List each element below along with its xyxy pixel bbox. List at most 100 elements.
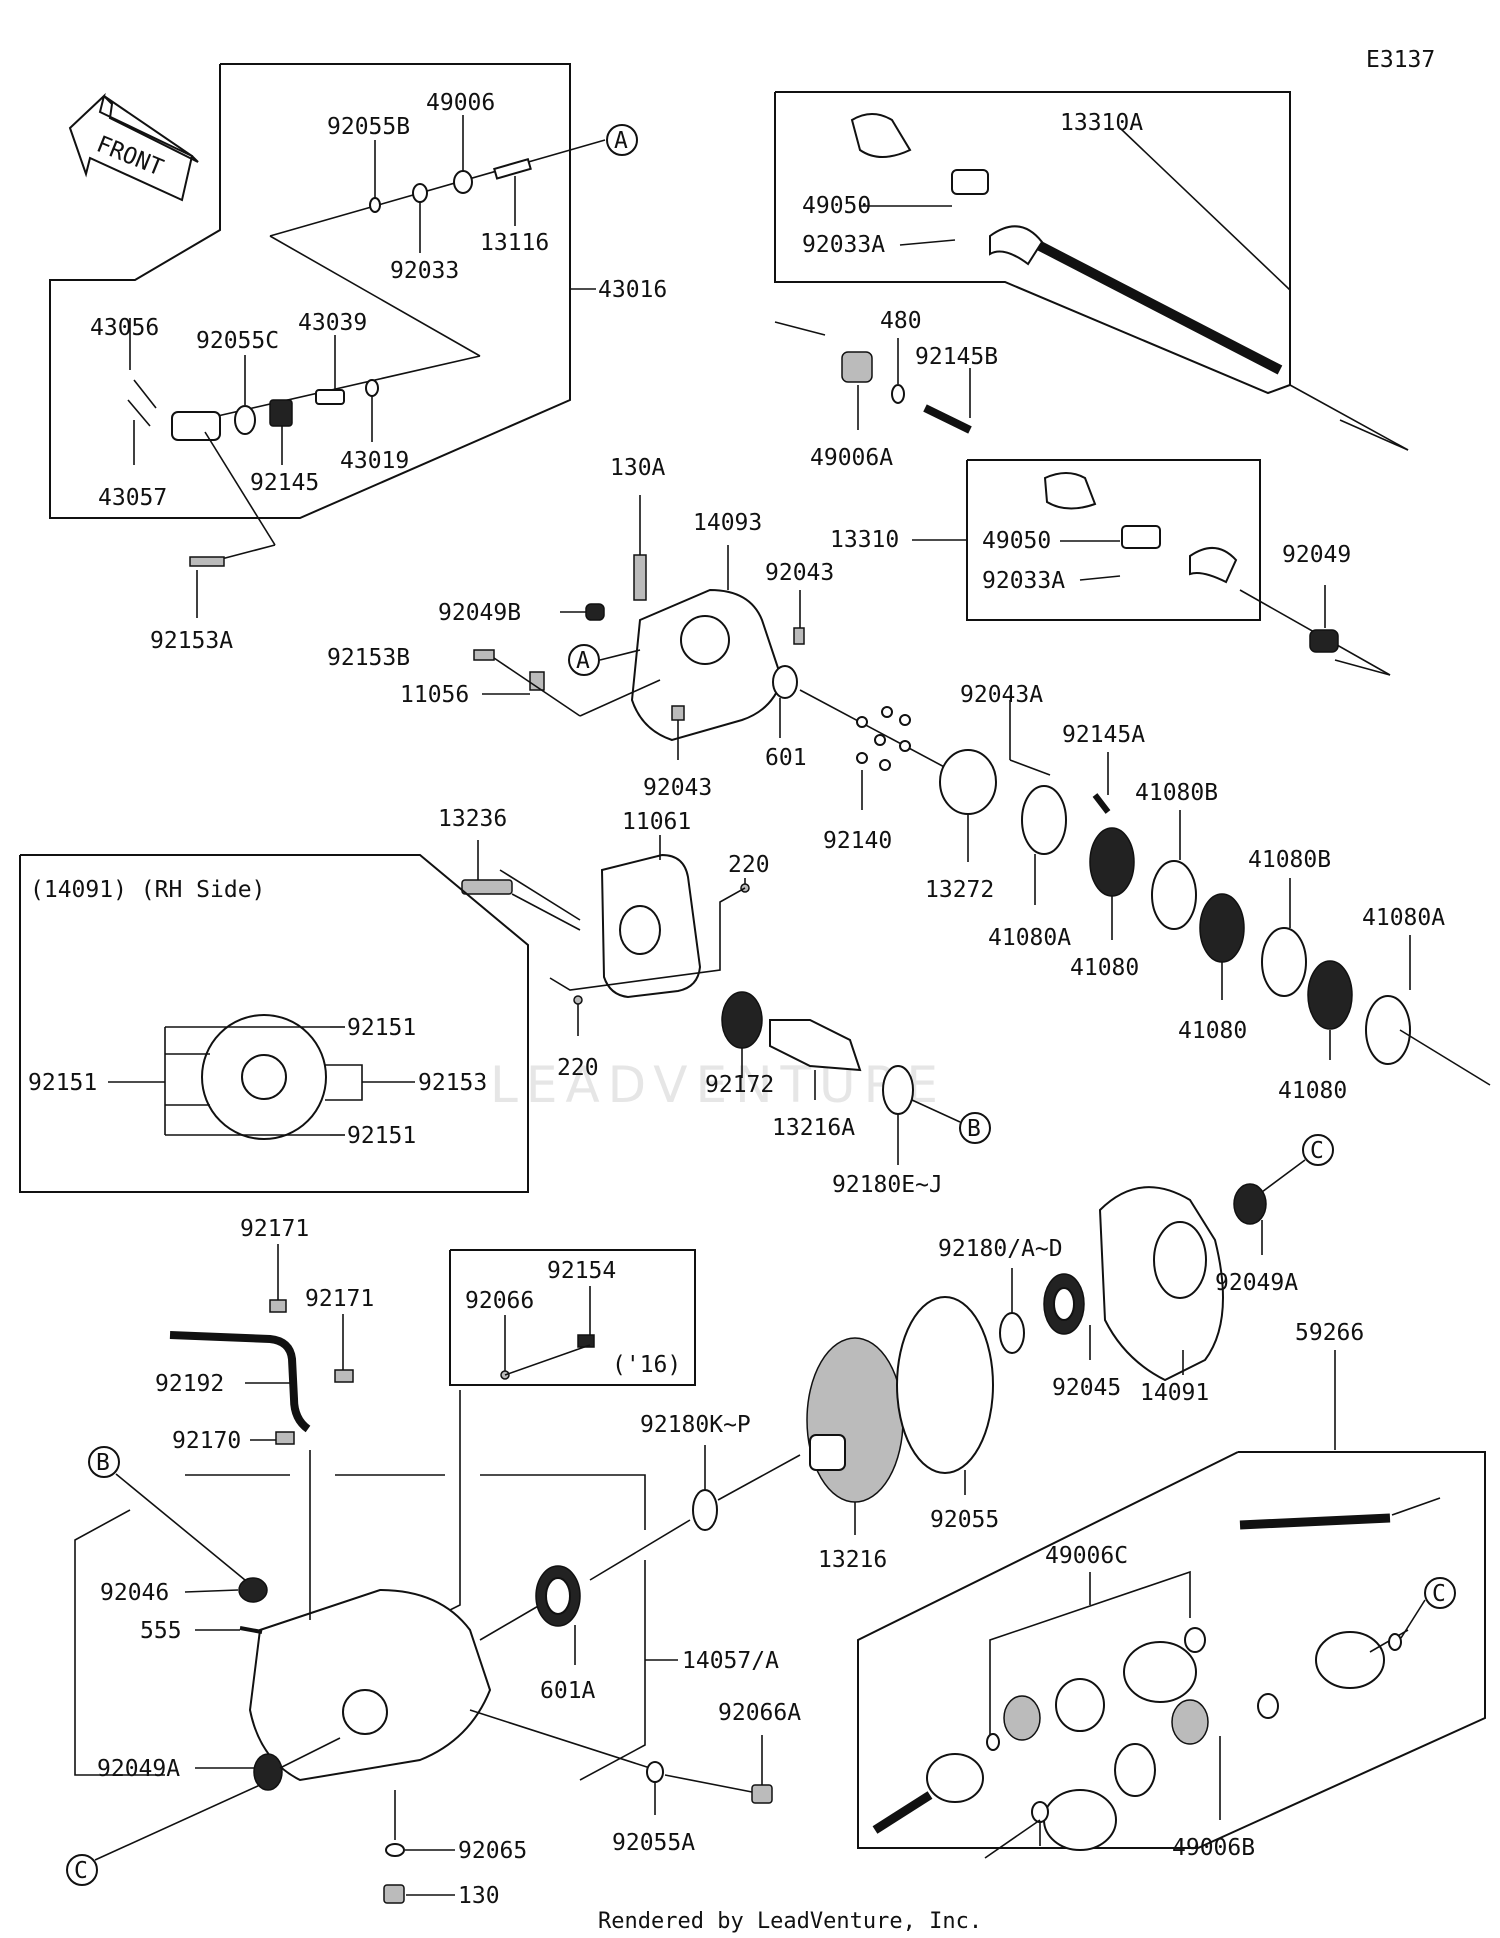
cross-49050-mid — [1121, 525, 1161, 549]
case-14093-bore — [680, 615, 730, 665]
seal-49006A — [841, 351, 873, 383]
part-label-92033A-top: 92033A — [802, 232, 885, 258]
part-label-11061: 11061 — [622, 809, 691, 835]
part-label-14093: 14093 — [693, 510, 762, 536]
inset-rh-side-box — [19, 854, 529, 1193]
shim-92180K-P — [692, 1489, 718, 1531]
year-note: ('16) — [612, 1352, 681, 1378]
part-label-49006B: 49006B — [1172, 1835, 1255, 1861]
part-label-92180K-P: 92180K~P — [640, 1412, 751, 1438]
clamp-92171-top — [269, 1299, 287, 1313]
spring-92145 — [269, 399, 293, 427]
yoke-shaft-13310 — [1189, 547, 1238, 584]
part-label-92151-left: 92151 — [28, 1070, 97, 1096]
housing-43057 — [171, 411, 221, 441]
part-label-43056: 43056 — [90, 315, 159, 341]
part-label-92055A: 92055A — [612, 1830, 695, 1856]
bearing-92045-inner — [1053, 1287, 1075, 1321]
part-label-13236: 13236 — [438, 806, 507, 832]
part-label-92066A: 92066A — [718, 1700, 801, 1726]
part-label-92154: 92154 — [547, 1258, 616, 1284]
part-label-92049A-low: 92049A — [97, 1756, 180, 1782]
friction-41080-3 — [1307, 960, 1353, 1030]
part-label-92046: 92046 — [100, 1580, 169, 1606]
cage-inner-right — [1171, 1699, 1209, 1745]
shim-92180A-D — [999, 1312, 1025, 1354]
stub-shaft-left — [872, 1791, 933, 1834]
part-label-92171-mid: 92171 — [305, 1286, 374, 1312]
part-label-13116: 13116 — [480, 230, 549, 256]
part-label-49006C: 49006C — [1045, 1543, 1128, 1569]
part-label-41080A-1: 41080A — [988, 925, 1071, 951]
seal-92049B — [585, 603, 605, 621]
part-label-49006: 49006 — [426, 90, 495, 116]
part-label-92192: 92192 — [155, 1371, 224, 1397]
callout-a-top-label: A — [614, 128, 628, 154]
part-label-92180A-D: 92180/A~D — [938, 1236, 1063, 1262]
cv-joint-outer-right — [1315, 1631, 1385, 1689]
part-label-92049: 92049 — [1282, 542, 1351, 568]
part-label-59266: 59266 — [1295, 1320, 1364, 1346]
callout-b-low-label: B — [96, 1450, 110, 1476]
oring-92055B — [369, 197, 381, 213]
part-label-601: 601 — [765, 745, 807, 771]
shim-92180E-J — [882, 1065, 914, 1115]
friction-41080-2 — [1199, 893, 1245, 963]
callout-c-low — [66, 1854, 98, 1886]
part-label-43057: 43057 — [98, 485, 167, 511]
part-label-92043A: 92043A — [960, 682, 1043, 708]
oring-480 — [891, 384, 905, 404]
ring-49006C — [1055, 1678, 1105, 1732]
part-label-92180E-J: 92180E~J — [832, 1172, 943, 1198]
gear-13216 — [806, 1337, 904, 1503]
gasket-92065 — [385, 1843, 405, 1857]
part-label-14091: 14091 — [1140, 1380, 1209, 1406]
yoke-shaft-13310A — [989, 225, 1044, 266]
part-label-555: 555 — [140, 1618, 182, 1644]
screw-220-bot — [573, 995, 583, 1005]
part-label-41080-3: 41080 — [1278, 1078, 1347, 1104]
bearing-601 — [772, 665, 798, 699]
part-label-43039: 43039 — [298, 310, 367, 336]
diagram-code: E3137 — [1366, 47, 1435, 73]
clamp-49006B — [1257, 1693, 1279, 1719]
part-label-220-top: 220 — [728, 852, 770, 878]
part-label-92145B: 92145B — [915, 344, 998, 370]
clip-shaft-left — [986, 1733, 1000, 1751]
bolt-92153A — [189, 556, 225, 567]
bearing-601A-inner — [545, 1577, 571, 1615]
cover-14091-rh-center — [241, 1054, 287, 1100]
clamp-49006C — [1184, 1627, 1206, 1653]
clamp-92171-mid — [334, 1369, 354, 1383]
case-14093 — [630, 588, 784, 742]
part-label-11056: 11056 — [400, 682, 469, 708]
part-label-92049A-top: 92049A — [1215, 1270, 1298, 1296]
yoke-13310 — [1043, 472, 1097, 510]
part-label-92033A-mid: 92033A — [982, 568, 1065, 594]
plate-11061-hole — [619, 905, 661, 955]
sensor-13236 — [461, 879, 513, 895]
cage-inner — [1003, 1695, 1041, 1741]
seal-92049 — [1309, 629, 1339, 653]
pinion-13216A — [769, 1019, 862, 1072]
part-label-92055B: 92055B — [327, 114, 410, 140]
part-label-92065: 92065 — [458, 1838, 527, 1864]
friction-41080-1 — [1089, 827, 1135, 897]
part-label-130A: 130A — [610, 455, 666, 481]
dowel-92043-bot — [671, 705, 685, 721]
part-label-601A: 601A — [540, 1678, 596, 1704]
part-label-92043-top: 92043 — [765, 560, 834, 586]
callout-b-mid-label: B — [967, 1116, 981, 1142]
clip-92170 — [275, 1431, 295, 1445]
callout-c-right-label: C — [1432, 1581, 1446, 1607]
part-label-92153B: 92153B — [327, 645, 410, 671]
assembly-59266-outline — [857, 1451, 1486, 1849]
callout-b-mid — [959, 1112, 991, 1144]
part-label-130: 130 — [458, 1883, 500, 1909]
oring-43019 — [365, 379, 379, 397]
part-label-92066: 92066 — [465, 1288, 534, 1314]
callout-c-right — [1424, 1577, 1456, 1609]
part-label-13216A: 13216A — [772, 1115, 855, 1141]
part-label-92171-top: 92171 — [240, 1216, 309, 1242]
